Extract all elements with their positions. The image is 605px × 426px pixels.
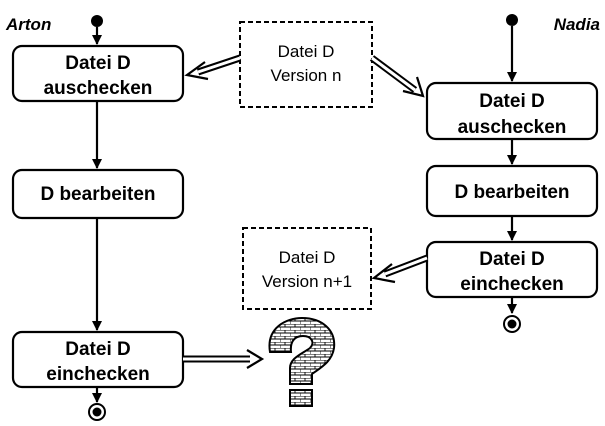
svg-text:D bearbeiten: D bearbeiten (454, 182, 569, 203)
svg-text:Version n: Version n (271, 66, 342, 85)
svg-text:Datei D: Datei D (479, 91, 544, 112)
nadia-edit-action: D bearbeiten (425, 164, 599, 218)
brick-question-mark-icon: ? (268, 316, 336, 407)
object-flow-to-nadia-checkout (369, 55, 425, 98)
svg-text:Datei D: Datei D (279, 248, 336, 267)
nadia-checkout-action: Datei D auschecken (425, 81, 599, 141)
object-flow-to-arton-checkout (184, 54, 242, 81)
svg-text:Datei D: Datei D (278, 42, 335, 61)
arton-edit-action: D bearbeiten (11, 168, 185, 220)
svg-text:Datei D: Datei D (479, 249, 544, 270)
object-file-version-n: Datei D Version n (239, 21, 373, 108)
svg-text:einchecken: einchecken (46, 364, 150, 385)
svg-text:Datei D: Datei D (65, 339, 130, 360)
arton-checkin-action: Datei D einchecken (11, 330, 185, 389)
arton-checkout-action: Datei D auschecken (11, 44, 185, 103)
actor-label-arton: Arton (5, 15, 51, 34)
svg-text:einchecken: einchecken (460, 274, 564, 295)
svg-text:auschecken: auschecken (44, 78, 153, 99)
actor-label-nadia: Nadia (554, 15, 600, 34)
svg-text:Datei D: Datei D (65, 53, 130, 74)
svg-text:Version n+1: Version n+1 (262, 272, 352, 291)
svg-text:D bearbeiten: D bearbeiten (40, 184, 155, 205)
nadia-end-node (503, 315, 521, 333)
object-flow-from-nadia-checkin (371, 254, 429, 284)
nadia-checkin-action: Datei D einchecken (425, 240, 599, 299)
arton-end-node (88, 403, 106, 421)
arton-start-node (91, 15, 103, 27)
conflict-flow-arrow (183, 349, 265, 369)
svg-text:auschecken: auschecken (458, 117, 567, 138)
nadia-start-node (506, 14, 518, 26)
object-file-version-n-plus-1: Datei D Version n+1 (242, 227, 372, 310)
